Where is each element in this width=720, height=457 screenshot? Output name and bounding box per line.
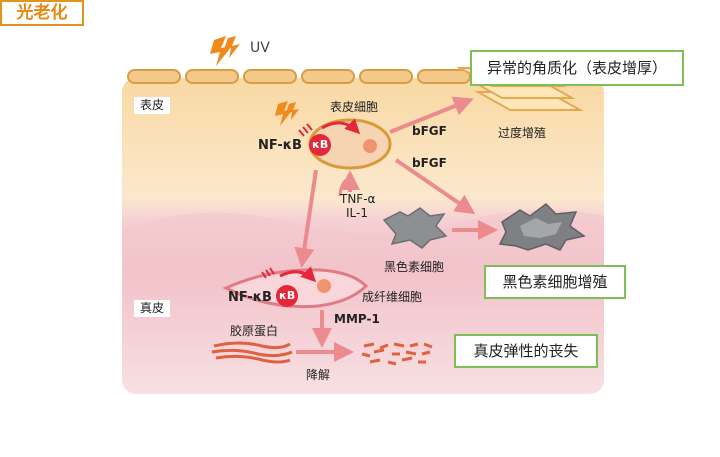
keratinocyte-nucleus bbox=[363, 139, 377, 153]
arrow-to-melanocyte bbox=[394, 158, 476, 215]
outcome-melanocyte-proliferation: 黑色素细胞增殖 bbox=[484, 265, 626, 299]
fibroblast-label: 成纤维细胞 bbox=[362, 290, 423, 304]
degradation-label: 降解 bbox=[306, 368, 331, 382]
fibroblast-nucleus bbox=[317, 279, 331, 293]
hyperplasia-label: 过度增殖 bbox=[498, 126, 547, 140]
page-title: 光老化 bbox=[0, 0, 84, 26]
mmp1-label: MMP-1 bbox=[334, 312, 380, 326]
uv-label: UV bbox=[250, 40, 270, 56]
kb-text-bottom: κB bbox=[279, 289, 296, 302]
outcome-abnormal-keratinization: 异常的角质化（表皮增厚） bbox=[470, 50, 684, 86]
epidermis-tag: 表皮 bbox=[134, 97, 171, 114]
tnf-label: TNF-α bbox=[340, 192, 376, 206]
bfgf-label-2: bFGF bbox=[412, 156, 447, 170]
dermis-tag: 真皮 bbox=[134, 300, 171, 317]
degraded-collagen bbox=[361, 342, 433, 366]
il1-label: IL-1 bbox=[346, 206, 368, 220]
outcome-elasticity-loss: 真皮弹性的丧失 bbox=[454, 334, 598, 368]
kb-badge-top bbox=[309, 134, 331, 156]
lightning-icon bbox=[210, 36, 240, 66]
stratum-corneum bbox=[127, 69, 471, 84]
arrow-to-keratinization bbox=[389, 96, 474, 134]
arrow-keratinocyte-to-fibroblast bbox=[294, 169, 318, 268]
bfgf-label-1: bFGF bbox=[412, 124, 447, 138]
lightning-icon bbox=[275, 101, 299, 126]
kb-badge-bottom bbox=[276, 285, 298, 307]
nfkb-label-bottom: NF-κB bbox=[228, 290, 272, 305]
collagen-fibers bbox=[211, 341, 293, 364]
keratinocyte-label: 表皮細胞 bbox=[330, 100, 379, 114]
melanocyte-cell bbox=[382, 207, 448, 249]
collagen-label: 胶原蛋白 bbox=[230, 324, 279, 338]
kb-text-top: κB bbox=[312, 138, 329, 151]
nfkb-label-top: NF-κB bbox=[258, 138, 302, 153]
melanocyte-label: 黑色素细胞 bbox=[384, 260, 445, 274]
